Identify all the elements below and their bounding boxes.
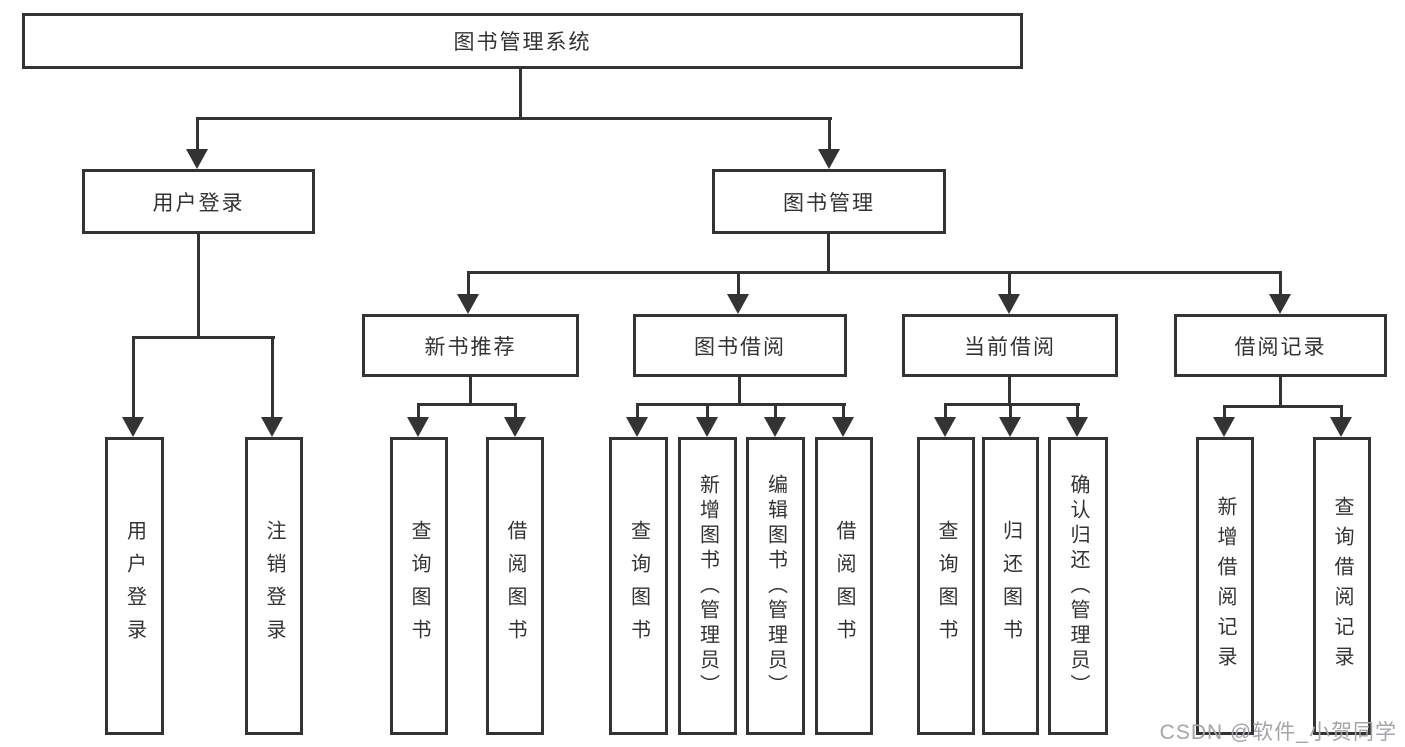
node-borrow-records: 借阅记录	[1174, 314, 1387, 377]
connector-feed	[469, 377, 472, 406]
connector-rail	[944, 403, 1080, 406]
leaf-query-borrow-record: 查询借阅记录	[1313, 437, 1371, 735]
node-current-borrow: 当前借阅	[902, 314, 1118, 377]
connector-rail	[1223, 405, 1343, 408]
arrowhead-down-icon	[999, 417, 1021, 437]
connector-drop	[774, 403, 777, 421]
arrowhead-down-icon	[407, 417, 429, 437]
leaf-return-book: 归还图书	[982, 437, 1039, 735]
arrowhead-down-icon	[504, 417, 526, 437]
leaf-borrow-books-recommend: 借阅图书	[486, 437, 544, 735]
arrowhead-down-icon	[832, 417, 854, 437]
leaf-add-borrow-record: 新增借阅记录	[1196, 437, 1254, 735]
connector-drop	[706, 403, 709, 421]
leaf-confirm-return-admin: 确认归还（管理员）	[1048, 437, 1108, 735]
connector-drop	[417, 403, 420, 421]
connector-feed	[738, 377, 741, 406]
arrowhead-down-icon	[696, 417, 718, 437]
node-new-book-recommend: 新书推荐	[362, 314, 579, 377]
connector-drop-leaf-logout	[271, 336, 274, 420]
arrowhead-down-icon	[764, 417, 786, 437]
connector-user-login-rail	[132, 336, 275, 339]
connector-book-mgmt-feed	[827, 233, 830, 274]
connector-feed	[1279, 377, 1282, 408]
leaf-user-login: 用户登录	[105, 437, 164, 735]
connector-drop	[842, 403, 845, 421]
leaf-borrow-books: 借阅图书	[815, 437, 873, 735]
connector-level2-rail	[196, 117, 832, 120]
connector-feed	[1008, 377, 1011, 406]
csdn-watermark: CSDN @软件_小贺同学	[1159, 721, 1397, 744]
connector-user-login-feed	[197, 233, 200, 339]
leaf-query-books-recommend: 查询图书	[390, 437, 448, 735]
node-root: 图书管理系统	[22, 13, 1023, 69]
connector-rail	[636, 403, 846, 406]
connector-drop-leaf-login	[132, 336, 135, 420]
arrowhead-down-icon	[818, 149, 840, 169]
leaf-add-book-admin: 新增图书（管理员）	[678, 437, 737, 735]
connector-drop-book-borrow	[737, 271, 740, 297]
connector-drop	[1223, 405, 1226, 421]
connector-drop-borrow-records	[1279, 271, 1282, 297]
connector-level3-rail	[467, 271, 1282, 274]
arrowhead-down-icon	[998, 294, 1020, 314]
arrowhead-down-icon	[261, 417, 283, 437]
leaf-query-books-borrow: 查询图书	[609, 437, 668, 735]
connector-rail	[417, 403, 517, 406]
arrowhead-down-icon	[727, 294, 749, 314]
leaf-logout: 注销登录	[245, 437, 303, 735]
connector-drop	[944, 403, 947, 421]
arrowhead-down-icon	[626, 417, 648, 437]
connector-root-feed	[519, 68, 522, 120]
node-book-borrow: 图书借阅	[633, 314, 847, 377]
arrowhead-down-icon	[1066, 417, 1088, 437]
node-user-login: 用户登录	[82, 169, 315, 234]
connector-drop	[636, 403, 639, 421]
arrowhead-down-icon	[186, 149, 208, 169]
arrowhead-down-icon	[122, 417, 144, 437]
connector-drop-book-mgmt	[828, 117, 831, 153]
connector-drop-new-book	[467, 271, 470, 297]
leaf-query-books-current: 查询图书	[917, 437, 975, 735]
connector-drop	[1076, 403, 1079, 421]
connector-drop-current-borrow	[1008, 271, 1011, 297]
arrowhead-down-icon	[1269, 294, 1291, 314]
node-book-management: 图书管理	[712, 169, 946, 234]
connector-drop-user-login	[196, 117, 199, 153]
connector-drop	[1340, 405, 1343, 421]
leaf-edit-book-admin: 编辑图书（管理员）	[746, 437, 805, 735]
connector-drop	[514, 403, 517, 421]
connector-drop	[1009, 403, 1012, 421]
arrowhead-down-icon	[934, 417, 956, 437]
arrowhead-down-icon	[457, 294, 479, 314]
arrowhead-down-icon	[1330, 417, 1352, 437]
arrowhead-down-icon	[1213, 417, 1235, 437]
